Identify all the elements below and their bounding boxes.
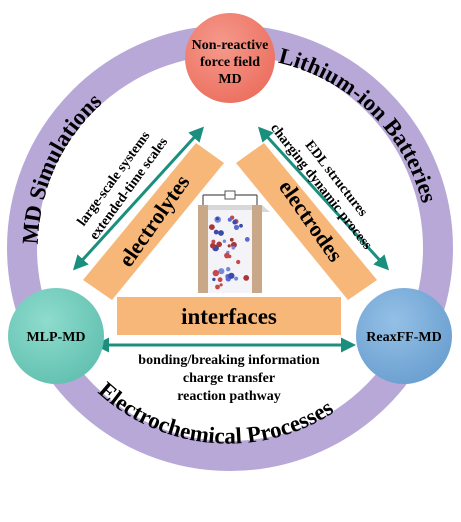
node-non-reactive-force-field-md: Non-reactive force field MD (185, 13, 275, 103)
bar-label-interfaces: interfaces (181, 304, 277, 329)
arrow-bottom-line2: charge transfer (183, 371, 275, 386)
svg-text:force field: force field (200, 55, 260, 70)
node-reaxff-md: ReaxFF-MD (356, 288, 452, 384)
molecule-particle (212, 277, 216, 282)
arrow-bottom-line1: bonding/breaking information (138, 353, 320, 368)
molecule-particle (217, 277, 223, 283)
molecule-particle (233, 224, 240, 230)
molecule-particle (231, 246, 236, 250)
molecule-particle (226, 267, 231, 272)
molecule-particle (212, 269, 219, 277)
molecule-particle (239, 223, 243, 228)
svg-text:MLP-MD: MLP-MD (26, 330, 85, 345)
molecule-particle (211, 239, 216, 244)
molecule-particle (219, 283, 223, 287)
molecule-particle (209, 224, 215, 231)
molecule-particle (215, 217, 220, 221)
molecule-particle (227, 217, 232, 222)
molecule-particle (213, 229, 219, 235)
molecule-particle (244, 237, 250, 242)
molecule-particle (236, 259, 241, 265)
simulation-box-illustration (198, 190, 270, 293)
molecule-particle (222, 239, 227, 243)
molecule-particle (228, 272, 235, 279)
molecule-particle (227, 244, 231, 248)
molecule-particle (243, 275, 250, 281)
svg-text:ReaxFF-MD: ReaxFF-MD (366, 330, 441, 345)
arrow-right (257, 126, 390, 271)
molecule-particle (218, 268, 225, 275)
arrow-bottom-line3: reaction pathway (177, 389, 281, 404)
svg-text:Non-reactive: Non-reactive (192, 38, 269, 53)
arrow-left (72, 126, 205, 271)
svg-text:MD: MD (218, 72, 241, 87)
molecule-particle (216, 241, 222, 248)
molecule-particle (215, 284, 220, 290)
node-mlp-md: MLP-MD (8, 288, 104, 384)
bar-interfaces: interfaces (117, 297, 341, 335)
molecule-particle (229, 237, 234, 242)
molecule-particle (232, 219, 237, 225)
molecule-particle (224, 252, 230, 259)
molecule-particle (234, 276, 239, 281)
molecule-particle (218, 230, 224, 236)
molecule-particle (210, 242, 216, 249)
